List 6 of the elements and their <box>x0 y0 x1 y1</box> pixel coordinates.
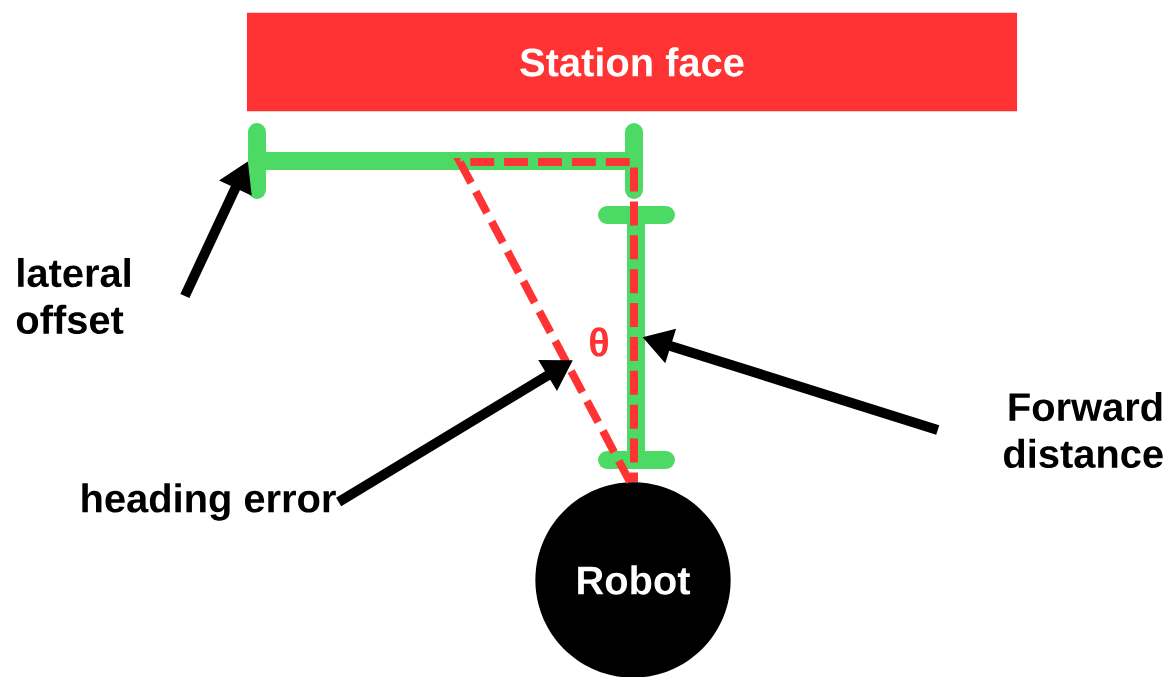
station-face-box: Station face <box>246 12 1018 112</box>
lateral-offset-bar <box>248 123 643 199</box>
text-label: Forward distance <box>1004 391 1163 469</box>
text-label: heading error <box>82 483 336 521</box>
angle-label: θ <box>590 327 608 357</box>
text-label: lateral offset <box>16 257 130 335</box>
